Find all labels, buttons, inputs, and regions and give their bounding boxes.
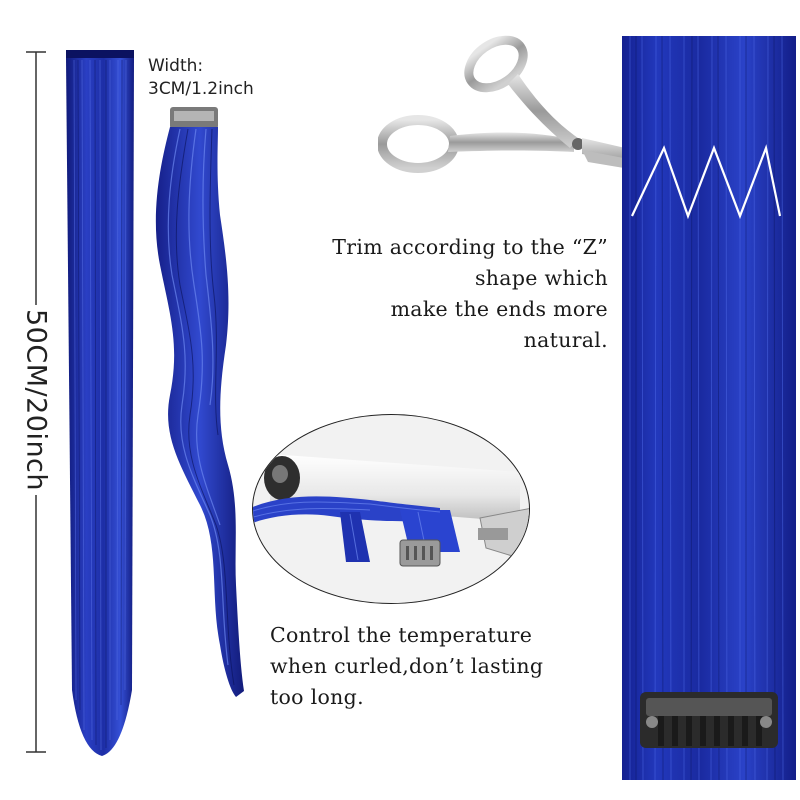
width-label-value: 3CM/1.2inch bbox=[148, 79, 254, 99]
wavy-hair-extension bbox=[155, 107, 244, 697]
straight-hair-extension bbox=[66, 50, 134, 756]
trim-instruction: Trim according to the “Z” shape which ma… bbox=[290, 232, 608, 356]
trim-line-3: make the ends more bbox=[390, 297, 608, 321]
trim-line-4: natural. bbox=[523, 328, 608, 352]
hair-close-up-panel bbox=[622, 36, 796, 780]
curl-line-2: when curled,don’t lasting bbox=[270, 654, 544, 678]
curl-instruction: Control the temperature when curled,don’… bbox=[270, 620, 600, 713]
trim-line-2: shape which bbox=[474, 266, 608, 290]
zigzag-cut-icon bbox=[631, 144, 782, 220]
width-label: Width: 3CM/1.2inch bbox=[148, 55, 254, 101]
length-label-text: 50CM/20inch bbox=[20, 304, 52, 496]
curl-line-1: Control the temperature bbox=[270, 623, 533, 647]
hair-clip-icon bbox=[640, 692, 778, 748]
curl-line-3: too long. bbox=[270, 685, 364, 709]
width-label-title: Width: bbox=[148, 56, 204, 76]
curling-iron-icon bbox=[252, 414, 530, 604]
trim-line-1: Trim according to the “Z” bbox=[332, 235, 608, 259]
